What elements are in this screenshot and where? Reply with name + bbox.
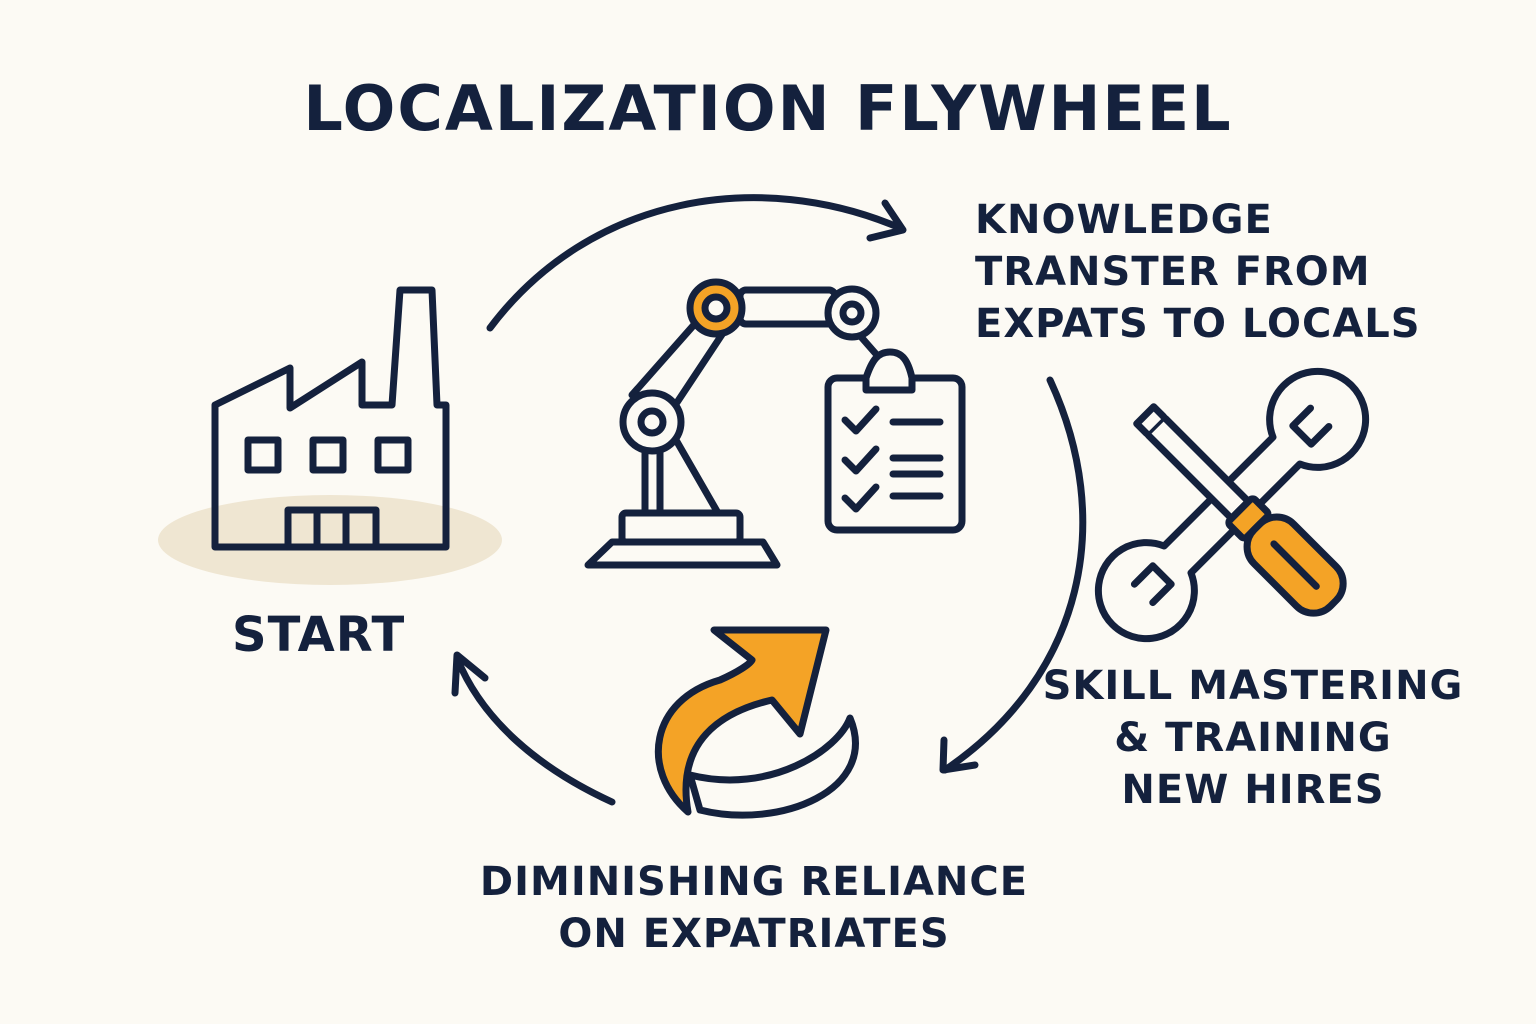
stage-label-knowledge-transfer: KNOWLEDGE TRANSTER FROM EXPATS TO LOCALS	[975, 194, 1421, 350]
diagram-title: LOCALIZATION FLYWHEEL	[303, 72, 1233, 145]
arrow-knowledge-to-skill	[939, 376, 1087, 774]
knowledge-line-2: TRANSTER FROM	[975, 249, 1371, 295]
cycle-arrows	[451, 194, 1087, 806]
diminish-line-1: DIMINISHING RELIANCE	[479, 859, 1029, 905]
skill-line-2: & TRAINING	[1114, 715, 1392, 761]
skill-line-1: SKILL MASTERING	[1042, 663, 1464, 709]
diminish-line-2: ON EXPATRIATES	[558, 911, 950, 957]
arrow-start-to-knowledge	[486, 194, 907, 332]
knowledge-line-3: EXPATS TO LOCALS	[975, 301, 1421, 347]
factory-icon	[158, 286, 502, 585]
stage-label-diminishing-reliance: DIMINISHING RELIANCE ON EXPATRIATES	[454, 856, 1054, 960]
curved-arrow-icon	[654, 626, 859, 819]
arrow-diminish-to-start	[451, 651, 616, 806]
stage-label-skill-mastering: SKILL MASTERING & TRAINING NEW HIRES	[1030, 660, 1476, 816]
screwdriver-icon	[1133, 403, 1347, 617]
skill-line-3: NEW HIRES	[1121, 767, 1385, 813]
wrench-screwdriver-icon	[1094, 367, 1370, 643]
clipboard-checklist-icon	[824, 348, 966, 534]
knowledge-line-1: KNOWLEDGE	[975, 197, 1273, 243]
stage-label-start: START	[232, 607, 406, 663]
